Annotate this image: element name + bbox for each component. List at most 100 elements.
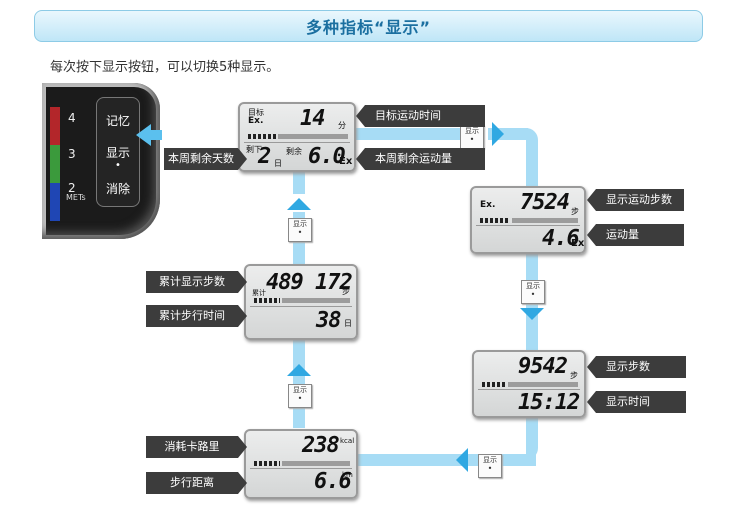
time-value: 15:12 [518,390,580,415]
label-cum-steps: 累计显示步数 [146,271,247,293]
ex-label: Ex. [480,200,496,210]
flow-down-arrow-icon [520,308,544,320]
label-week-days: 本周剩余天数 [164,148,247,170]
progress-bar [480,218,510,223]
kcal-value: 238 [302,433,340,458]
mini-dot-icon: • [297,228,303,237]
display-button-mini[interactable]: 显示• [460,125,484,149]
level-green [50,145,60,183]
flow-bottom [352,454,536,466]
divider [250,468,352,469]
screen-calorie-distance: 238 kcal 6.6 km [244,429,358,499]
label-target-time: 目标运动时间 [356,105,485,127]
flow-top-left [352,128,464,140]
screen-exercise: Ex. 7524 步 4.6 Ex [470,186,586,254]
remaining-ex: 6.0 [308,144,346,169]
mini-label: 显示 [483,456,497,464]
display-button[interactable]: 显示 [105,146,130,160]
level-red [50,107,60,145]
day-unit: 日 [274,159,282,168]
steps-unit: 步 [570,371,578,380]
goal-minutes: 14 [300,106,325,131]
day-unit: 日 [344,319,352,328]
screen-steps-time: 9542 步 15:12 [472,350,586,418]
flow-right-1 [526,128,538,190]
label-distance: 步行距离 [146,472,247,494]
steps-unit: 步 [571,207,579,216]
steps-value: 9542 [518,354,568,379]
total-days: 38 [316,308,341,333]
distance-value: 6.6 [314,469,352,494]
remaining-days: 2 [258,144,271,169]
mini-dot-icon: • [469,135,475,144]
mets-label: METs [66,193,86,202]
ex-unit: Ex [571,238,585,249]
progress-track [508,382,578,387]
level-2: 2 [68,181,76,195]
progress-track [282,461,350,466]
steps-unit: 步 [342,287,350,296]
ex-label: Ex. [248,116,264,126]
ex-unit: Ex [339,156,353,167]
label-calorie: 消耗卡路里 [146,436,247,458]
flow-up-arrow-icon-lower [287,364,311,376]
pointer-arrow-icon [136,124,151,146]
exercise-amount: 4.6 [542,226,580,251]
progress-track [278,134,348,139]
mini-dot-icon: • [297,394,303,403]
label-cum-time: 累计步行时间 [146,305,247,327]
remain-label: 剩余 [286,147,302,156]
label-time: 显示时间 [587,391,686,413]
mini-dot-icon: • [487,464,493,473]
level-blue [50,183,60,221]
flow-left-2 [293,336,305,428]
flow-left-arrow-icon [456,448,468,472]
label-steps: 显示步数 [587,356,686,378]
label-week-remaining: 本周剩余运动量 [356,148,485,170]
divider [476,225,580,226]
cumulative-label: 累计 [252,289,266,297]
divider [244,142,350,143]
progress-bar [254,461,280,466]
display-button-mini[interactable]: 显示• [521,280,545,304]
kcal-unit: kcal [340,437,355,445]
label-exercise-steps: 显示运动步数 [587,189,684,211]
divider [250,306,352,307]
progress-bar [482,382,506,387]
flow-left-0 [293,172,305,194]
screen-goal: 目标 Ex. 14 分 剩下 2 日 剩余 6.0 Ex [238,102,356,172]
flow-right-3 [526,414,538,460]
level-3: 3 [68,147,76,161]
label-exercise-amount: 运动量 [587,224,684,246]
total-steps: 489 172 [266,270,353,295]
divider [478,389,580,390]
flow-up-arrow-icon-upper [287,198,311,210]
section-header: 多种指标“显示” [34,10,703,42]
mini-label: 显示 [293,220,307,228]
level-4: 4 [68,111,76,125]
screen-cumulative: 489 172 步 累计 38 日 [244,264,358,340]
clear-button[interactable]: 消除 [105,182,130,196]
mini-label: 显示 [293,386,307,394]
exercise-steps: 7524 [520,190,570,215]
flow-right-arrow-icon [492,122,504,146]
display-button-mini[interactable]: 显示• [288,384,312,408]
memory-button[interactable]: 记忆 [105,114,130,128]
section-title: 多种指标“显示” [305,18,432,37]
remaining-label: 剩下 [246,145,262,154]
mini-label: 显示 [465,127,479,135]
minutes-unit: 分 [338,121,346,130]
display-dot-icon: • [115,160,121,171]
goal-label: 目标 [248,108,264,117]
pointer-bar [148,130,162,140]
progress-track [282,298,350,303]
intro-text: 每次按下显示按钮，可以切换5种显示。 [50,60,280,75]
display-button-mini[interactable]: 显示• [478,454,502,478]
km-unit: km [342,471,353,479]
progress-bar [248,134,276,139]
device-photo: 4 3 2 METs 记忆 显示 • 消除 [42,83,160,239]
display-button-mini[interactable]: 显示• [288,218,312,242]
progress-bar [254,298,280,303]
progress-track [512,218,578,223]
mini-label: 显示 [526,282,540,290]
